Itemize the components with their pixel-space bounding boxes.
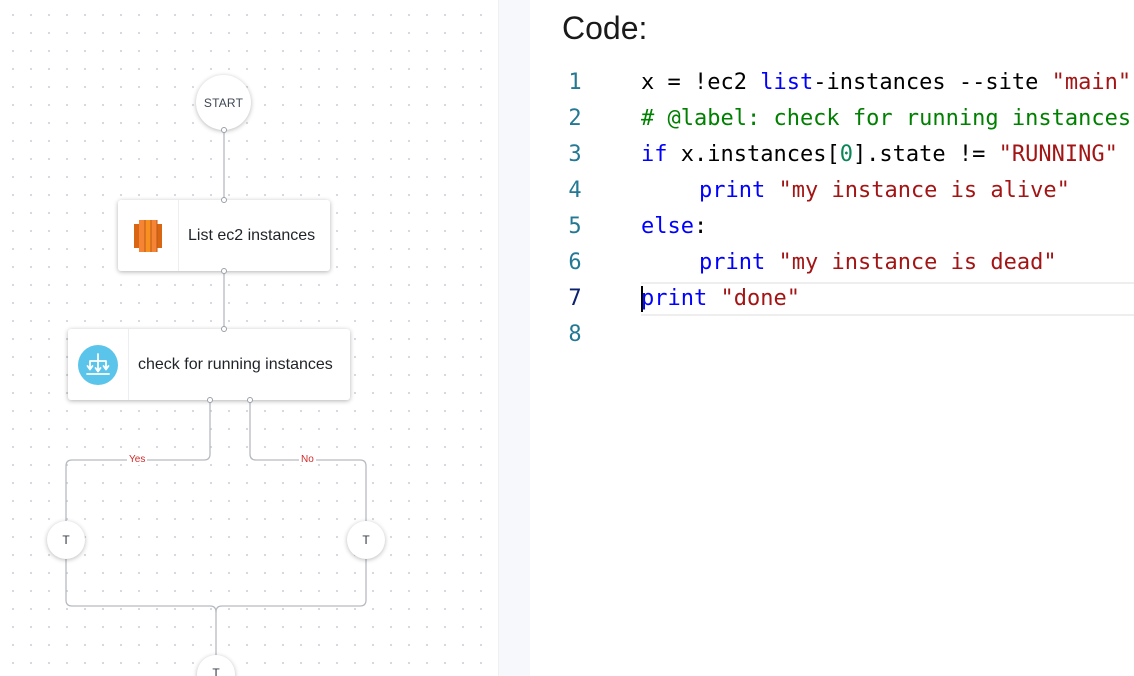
terminal-node-yes[interactable]: T <box>47 521 85 559</box>
code-token: if <box>641 142 668 167</box>
line-number: 1 <box>568 70 582 95</box>
terminal-node-no[interactable]: T <box>347 521 385 559</box>
line-number: 3 <box>568 142 582 167</box>
code-token: # @label: check for running instances <box>641 106 1132 131</box>
line-content: if x.instances[0].state != "RUNNING" <box>641 137 1118 173</box>
line-number: 4 <box>568 178 582 203</box>
code-line[interactable]: 5 else: <box>530 209 1134 245</box>
terminal-node-label: T <box>212 666 220 676</box>
node-icon-cell <box>118 200 179 271</box>
edge-label-no: No <box>299 454 316 465</box>
code-token: 0 <box>839 142 853 167</box>
line-number: 6 <box>568 250 582 275</box>
flow-node-label: List ec2 instances <box>188 226 316 244</box>
code-line[interactable]: 6 print "my instance is dead" <box>530 245 1134 281</box>
start-node-output-port[interactable] <box>221 127 227 133</box>
aws-ec2-icon <box>134 219 162 252</box>
check-node-yes-port[interactable] <box>207 397 213 403</box>
list-node-input-port[interactable] <box>221 197 227 203</box>
code-token: print <box>699 178 766 203</box>
code-line[interactable]: 1 x = !ec2 list-instances --site "main" <box>530 65 1134 101</box>
list-node-output-port[interactable] <box>221 268 227 274</box>
check-node-no-port[interactable] <box>247 397 253 403</box>
flow-node-label: check for running instances <box>138 355 333 373</box>
terminal-node-label: T <box>362 533 370 547</box>
code-heading: Code: <box>562 10 648 46</box>
code-line[interactable]: 7 print "done" <box>530 281 1134 317</box>
branch-split-icon <box>78 344 118 385</box>
line-content: else: <box>641 209 707 245</box>
code-token: else <box>641 214 694 239</box>
code-editor[interactable]: 1 x = !ec2 list-instances --site "main" 2 #… <box>530 65 1134 353</box>
flow-canvas[interactable]: START List ec2 instances <box>0 0 498 676</box>
edge-no-merge <box>215 558 367 613</box>
terminal-node-label: T <box>62 533 70 547</box>
flow-node-check-for-running-instances[interactable]: check for running instances <box>68 329 350 400</box>
line-number: 5 <box>568 214 582 239</box>
code-token: "main" <box>1051 70 1132 95</box>
edge-label-yes: Yes <box>127 454 148 465</box>
line-content: print "my instance is dead" <box>641 245 1057 281</box>
code-token <box>707 286 720 311</box>
code-token: list <box>760 70 814 95</box>
code-line[interactable]: 4 print "my instance is alive" <box>530 173 1134 209</box>
line-number: 7 <box>568 286 582 311</box>
code-token: ].state != <box>852 142 999 167</box>
code-token <box>765 178 778 203</box>
code-line[interactable]: 3 if x.instances[0].state != "RUNNING" <box>530 137 1134 173</box>
code-token: : <box>693 214 708 239</box>
code-token: -instances --site <box>813 70 1052 95</box>
text-cursor <box>641 286 643 312</box>
code-token: "RUNNING" <box>998 142 1118 167</box>
code-token: print <box>641 286 708 311</box>
code-token: "done" <box>720 286 800 311</box>
check-node-input-port[interactable] <box>221 326 227 332</box>
code-line[interactable]: 2 # @label: check for running instances <box>530 101 1134 137</box>
edge-yes-merge <box>65 558 217 656</box>
panel-divider[interactable] <box>498 0 530 676</box>
line-number: 8 <box>568 322 582 347</box>
code-token: x.instances[ <box>667 142 840 167</box>
code-token <box>765 250 778 275</box>
line-content: print "done" <box>641 281 800 317</box>
code-token: "my instance is dead" <box>778 250 1057 275</box>
code-token: "my instance is alive" <box>778 178 1070 203</box>
line-number: 2 <box>568 106 582 131</box>
flow-node-list-ec2-instances[interactable]: List ec2 instances <box>118 200 330 271</box>
code-token: print <box>699 250 766 275</box>
line-content: print "my instance is alive" <box>641 173 1070 209</box>
terminal-node-end[interactable]: T <box>197 655 235 676</box>
line-content: # @label: check for running instances <box>641 101 1131 137</box>
start-node[interactable]: START <box>196 75 251 130</box>
code-line[interactable]: 8 <box>530 317 1134 353</box>
node-icon-cell <box>68 329 129 400</box>
start-node-label: START <box>203 95 244 110</box>
code-token: x = !ec2 <box>641 70 761 95</box>
line-content: x = !ec2 list-instances --site "main" <box>641 65 1131 101</box>
code-panel: Code: 1 x = !ec2 list-instances --site "m… <box>530 0 1134 676</box>
